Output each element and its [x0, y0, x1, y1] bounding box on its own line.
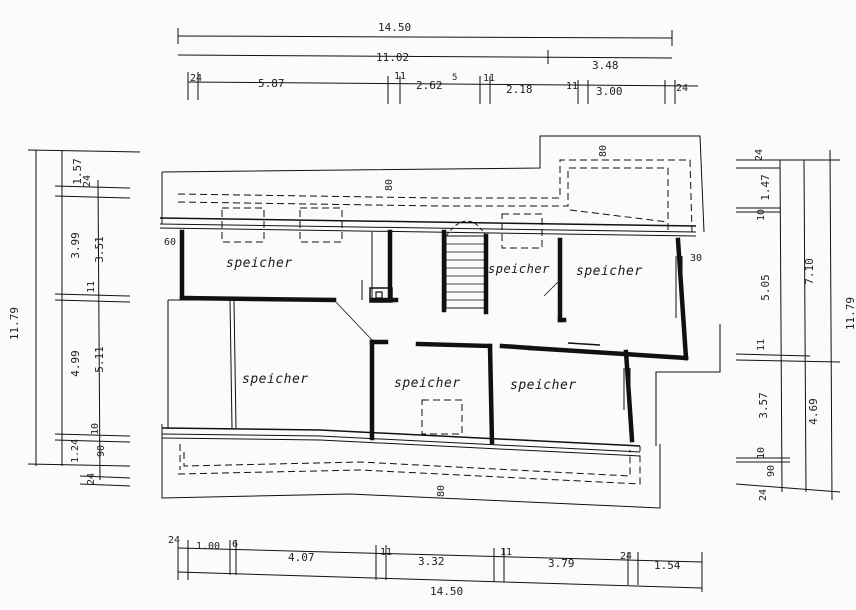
dim-right-d3: 10 [756, 208, 768, 222]
dim-left-d3: 4.99 [68, 350, 82, 377]
dim-top-total: 14.50 [378, 21, 412, 34]
dim-right-d2: 1.47 [758, 174, 772, 201]
dim-top-seg1: 5.87 [258, 77, 285, 90]
dim-bottom-w4: 24 [620, 551, 633, 562]
dim-right-d11: 24 [758, 488, 770, 502]
dim-right-d8: 4.69 [806, 398, 820, 425]
dim-bottom-wall-left: 24 [168, 535, 181, 546]
dim-left-d3b: 5.11 [92, 346, 106, 373]
room-speicher-lower-center: speicher [394, 376, 461, 391]
label-wall-60: 60 [164, 237, 177, 248]
dim-left-d2b: 3.51 [92, 236, 106, 263]
dim-left-d2: 3.99 [68, 232, 82, 259]
dim-top-wall-left: 24 [190, 73, 203, 84]
dim-left-d5: 90 [96, 444, 108, 458]
label-eave-top: 80 [598, 144, 610, 158]
dim-top-seg4: 3.00 [596, 85, 623, 98]
dim-top-w3: 11 [566, 81, 579, 92]
dim-top-wall-right: 24 [676, 83, 689, 94]
dim-top-seg2: 2.62 [416, 79, 443, 92]
dim-bottom-total: 14.50 [430, 585, 464, 598]
dim-left-w1: 11 [86, 280, 98, 294]
dim-left-w2: 10 [90, 422, 102, 436]
dim-left-d4: 1.24 [70, 438, 82, 464]
dim-top-right: 3.48 [592, 59, 619, 72]
dim-top-inner: 11.02 [376, 51, 410, 64]
dim-top-seg3: 2.18 [506, 83, 533, 96]
dim-bottom-seg3: 3.32 [418, 555, 445, 568]
label-eave-bottom: 80 [436, 484, 448, 498]
dim-right-d5: 7.10 [802, 258, 816, 285]
room-speicher-lower-left: speicher [242, 372, 309, 387]
dim-bottom-w2: 11 [380, 547, 393, 558]
dim-left-total: 11.79 [8, 306, 22, 341]
dim-top-w1: 11 [394, 71, 407, 82]
dim-bottom-w3: 11 [500, 547, 513, 558]
label-wall-30: 30 [690, 253, 703, 264]
dim-bottom-w1: 6 [232, 539, 239, 550]
dim-right-total: 11.79 [844, 296, 856, 331]
dim-right-d10: 90 [766, 464, 778, 478]
room-speicher-upper-center: speicher [488, 262, 550, 276]
dim-left-d1w: 24 [82, 174, 94, 188]
dim-right-d7: 3.57 [756, 392, 770, 419]
label-eave-top2: 80 [384, 178, 396, 192]
room-speicher-upper-left: speicher [226, 256, 293, 271]
dim-bottom-seg4: 3.79 [548, 557, 575, 570]
dim-top-w2: 11 [483, 73, 496, 84]
dim-left-d6: 24 [86, 472, 98, 486]
dim-bottom-seg5: 1.54 [654, 559, 681, 572]
room-speicher-lower-right: speicher [510, 378, 577, 393]
dim-right-d4: 5.05 [758, 274, 772, 301]
dim-right-d9: 10 [756, 446, 768, 460]
dim-right-d1: 24 [754, 148, 766, 162]
dim-top-sup5a: 5 [452, 73, 458, 83]
room-speicher-upper-right: speicher [576, 264, 643, 279]
dim-bottom-seg1: 1.00 [196, 541, 221, 552]
dim-right-d6: 11 [756, 338, 768, 352]
dim-bottom-seg2: 4.07 [288, 551, 315, 564]
